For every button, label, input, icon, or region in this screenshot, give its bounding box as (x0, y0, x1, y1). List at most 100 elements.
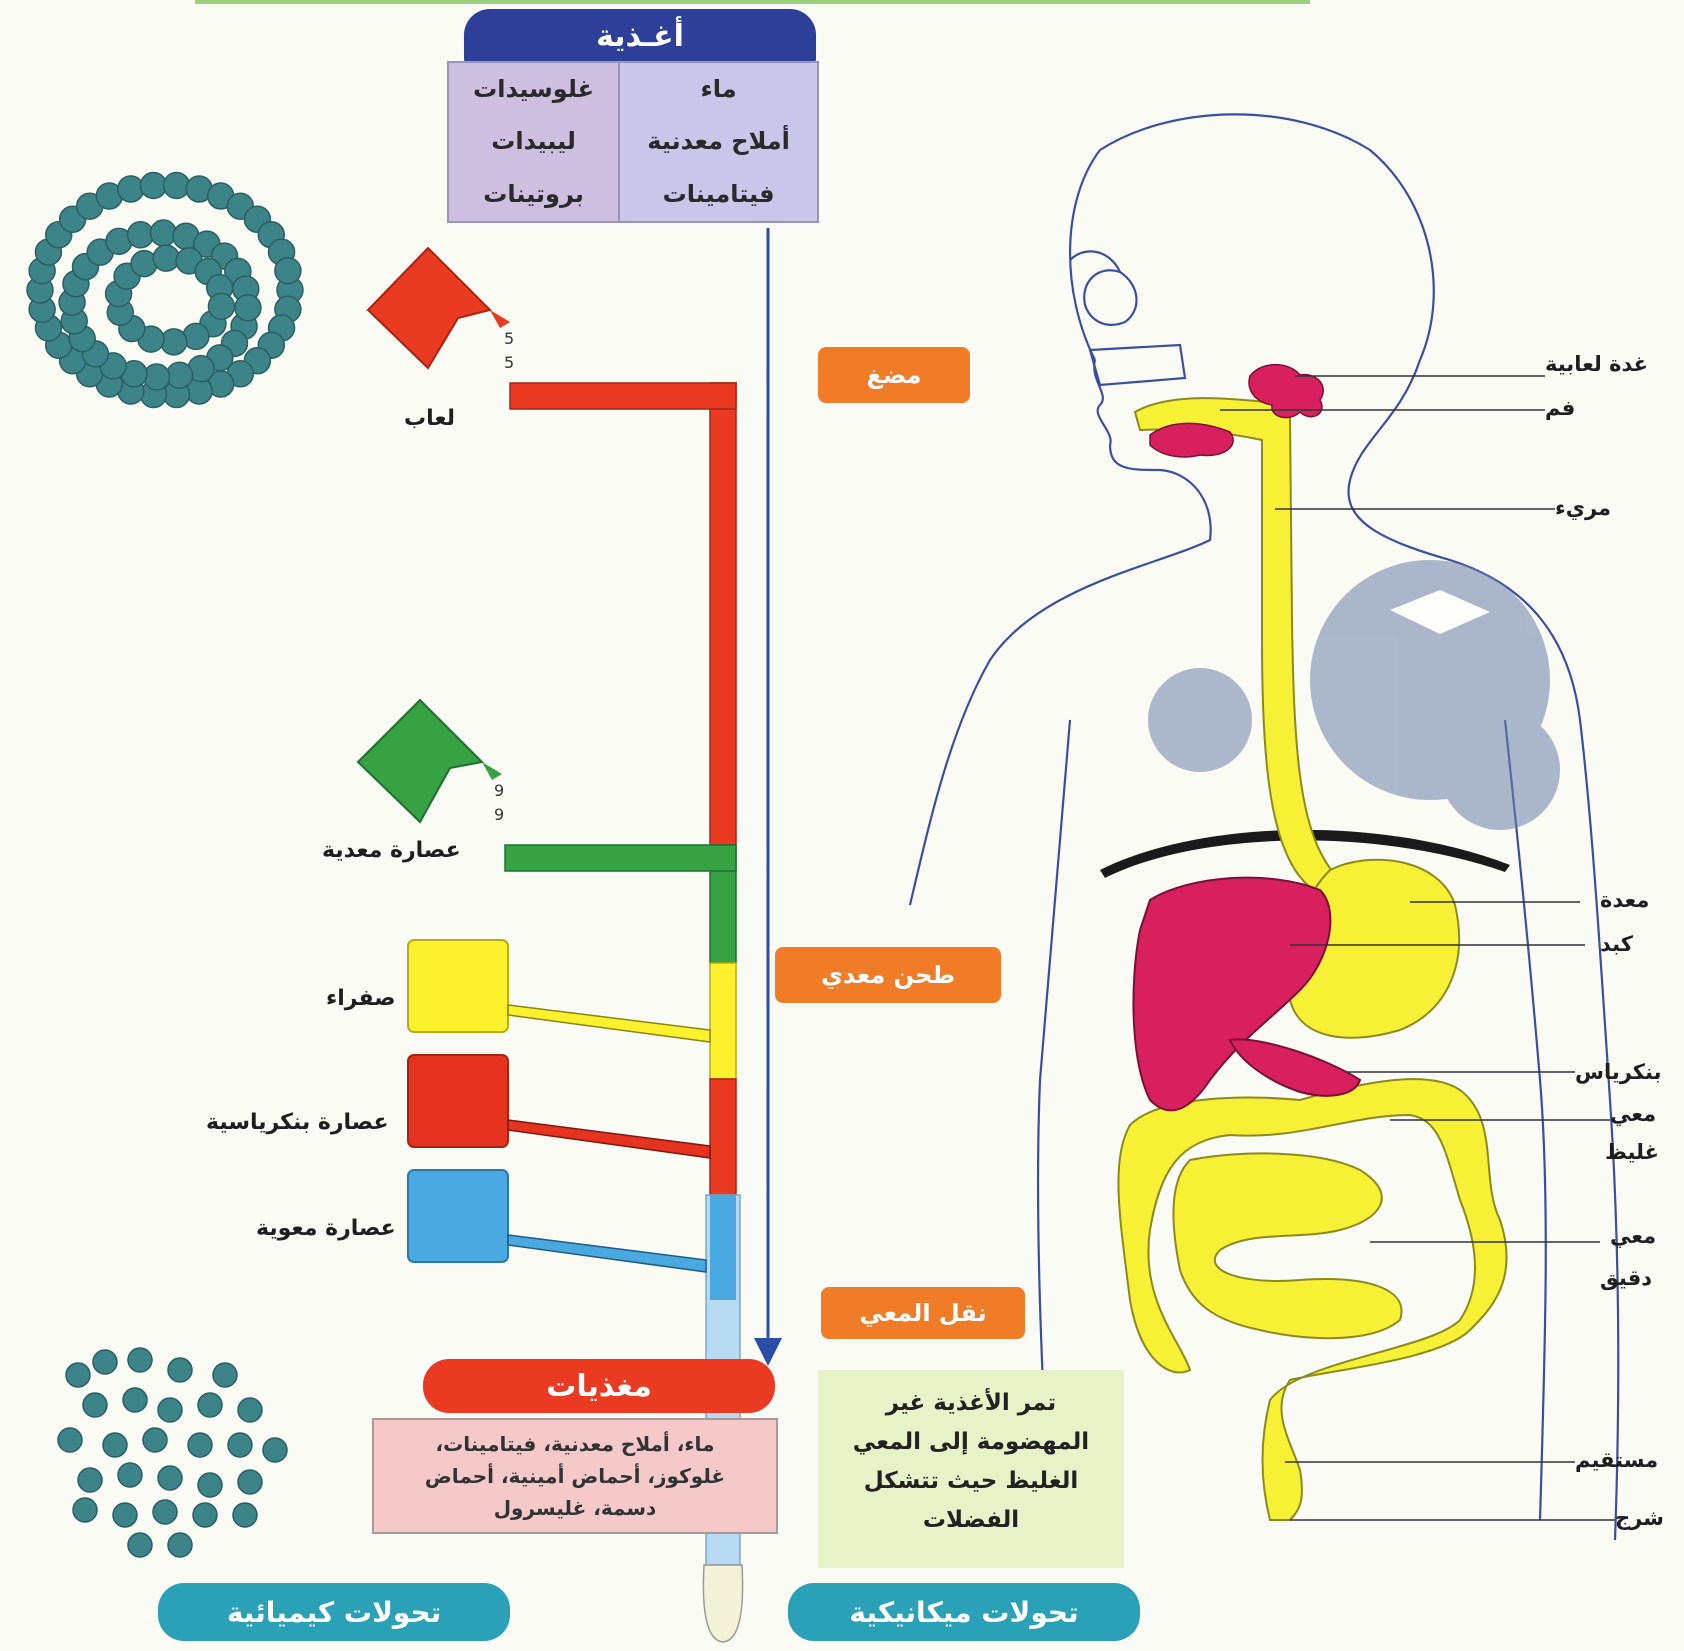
molecule-bead (66, 1363, 90, 1387)
nutrients-line: غلوكوز، أحماض أمينية، أحماض (374, 1460, 776, 1492)
undigested-info-box: تمر الأغذية غير المهضومة إلى المعي الغلي… (818, 1370, 1124, 1568)
chewing-tag: مضغ (818, 347, 970, 403)
chemical-transformations-label: تحولات كيميائية (158, 1583, 510, 1641)
molecule-bead (150, 220, 176, 246)
molecule-bead (213, 1363, 237, 1387)
foods-cell: بروتينات (448, 168, 619, 222)
intestinal-gland-shape (408, 1170, 508, 1262)
molecule-bead (235, 295, 261, 321)
polymer-chain-molecule (27, 172, 303, 407)
info-line: الغليظ حيث تتشكل (818, 1462, 1124, 1501)
gastric-duct (505, 845, 736, 871)
molecule-bead (228, 1433, 252, 1457)
molecule-bead (127, 222, 153, 248)
intestinal-juice-label: عصارة معوية (256, 1216, 396, 1241)
large-intestine-label-2: غليظ (1605, 1140, 1659, 1164)
foods-cell: ماء (619, 62, 818, 116)
molecule-bead (144, 364, 170, 390)
svg-text:5: 5 (504, 353, 514, 372)
molecule-bead (233, 1503, 257, 1527)
nutrients-line: ماء، أملاح معدنية، فيتامينات، (374, 1428, 776, 1460)
molecule-bead (164, 172, 190, 198)
bile-duct (508, 1005, 710, 1042)
intestinal-duct (508, 1235, 706, 1272)
nutrients-title: مغذيات (423, 1359, 775, 1413)
small-intestine-shape (1173, 1153, 1401, 1338)
watermark-logo (1148, 560, 1560, 830)
molecule-bead (58, 1428, 82, 1452)
foods-table: غلوسيدات ماء ليبيدات أملاح معدنية بروتين… (447, 61, 819, 223)
molecule-bead (153, 245, 179, 271)
molecule-bead (113, 1503, 137, 1527)
saliva-duct (510, 383, 736, 409)
molecule-bead (93, 1350, 117, 1374)
saliva-label: لعاب (404, 406, 455, 431)
molecule-bead (73, 1498, 97, 1522)
molecule-bead (118, 176, 144, 202)
molecule-bead (198, 1473, 222, 1497)
foods-cell: فيتامينات (619, 168, 818, 222)
tube-saliva-segment (710, 383, 736, 845)
monomer-molecules (58, 1348, 287, 1557)
pancreatic-gland-shape (408, 1055, 508, 1147)
molecule-bead (238, 1470, 262, 1494)
liver-label: كبد (1600, 932, 1633, 956)
molecule-bead (188, 1433, 212, 1457)
molecule-bead (143, 1428, 167, 1452)
foods-cell: ليبيدات (448, 116, 619, 169)
nutrients-box: ماء، أملاح معدنية، فيتامينات، غلوكوز، أح… (372, 1418, 778, 1534)
molecule-bead (275, 258, 301, 284)
molecule-bead (208, 293, 234, 319)
salivary-gland-label: غدة لعابية (1545, 352, 1648, 376)
tube-end-bulb (703, 1565, 742, 1642)
small-intestine-label-2: دقيق (1600, 1266, 1652, 1290)
svg-text:9: 9 (494, 781, 504, 800)
pancreatic-juice-label: عصارة بنكرياسية (206, 1110, 388, 1135)
pancreatic-duct (508, 1120, 710, 1158)
svg-text:5: 5 (504, 329, 514, 348)
intestinal-transport-tag: نقل المعي (821, 1287, 1025, 1339)
pancreas-shape (1230, 1039, 1360, 1095)
tube-intestinal-fill (710, 1195, 736, 1300)
large-intestine-label-1: معي (1610, 1102, 1656, 1126)
molecule-bead (167, 362, 193, 388)
mouth-label: فم (1545, 396, 1575, 420)
foods-cell: غلوسيدات (448, 62, 619, 116)
molecule-bead (193, 1503, 217, 1527)
foods-title: أغـذية (464, 9, 816, 63)
molecule-bead (118, 1463, 142, 1487)
molecule-bead (123, 1388, 147, 1412)
molecule-bead (168, 1358, 192, 1382)
molecule-bead (198, 1393, 222, 1417)
tube-bile-segment (710, 963, 736, 1079)
svg-text:9: 9 (494, 805, 504, 824)
esophagus-label: مريء (1555, 496, 1611, 520)
molecule-bead (78, 1468, 102, 1492)
gastric-grinding-tag: طحن معدي (775, 947, 1001, 1003)
molecule-bead (140, 172, 166, 198)
tongue-shape (1150, 423, 1233, 457)
molecule-bead (168, 1533, 192, 1557)
small-intestine-label-1: معي (1610, 1224, 1656, 1248)
molecule-bead (161, 329, 187, 355)
info-line: المهضومة إلى المعي (818, 1423, 1124, 1462)
saliva-gland-shape: 5 5 (368, 248, 514, 372)
molecule-bead (103, 1433, 127, 1457)
gastric-gland-shape: 9 9 (358, 700, 504, 824)
mechanical-transformations-label: تحولات ميكانيكية (788, 1583, 1140, 1641)
tube-pancreatic-segment (710, 1079, 736, 1195)
gastric-juice-label: عصارة معدية (322, 838, 461, 863)
bile-gland-shape (408, 940, 508, 1032)
molecule-bead (263, 1438, 287, 1462)
molecule-bead (158, 1398, 182, 1422)
molecule-bead (238, 1398, 262, 1422)
foods-cell: أملاح معدنية (619, 116, 818, 169)
pancreas-label: بنكرياس (1575, 1060, 1661, 1084)
molecule-bead (128, 1348, 152, 1372)
anus-label: شرج (1615, 1506, 1664, 1530)
rectum-label: مستقيم (1575, 1448, 1658, 1472)
molecule-bead (128, 1533, 152, 1557)
molecule-bead (83, 1393, 107, 1417)
stomach-label: معدة (1600, 888, 1649, 912)
info-line: الفضلات (818, 1501, 1124, 1540)
